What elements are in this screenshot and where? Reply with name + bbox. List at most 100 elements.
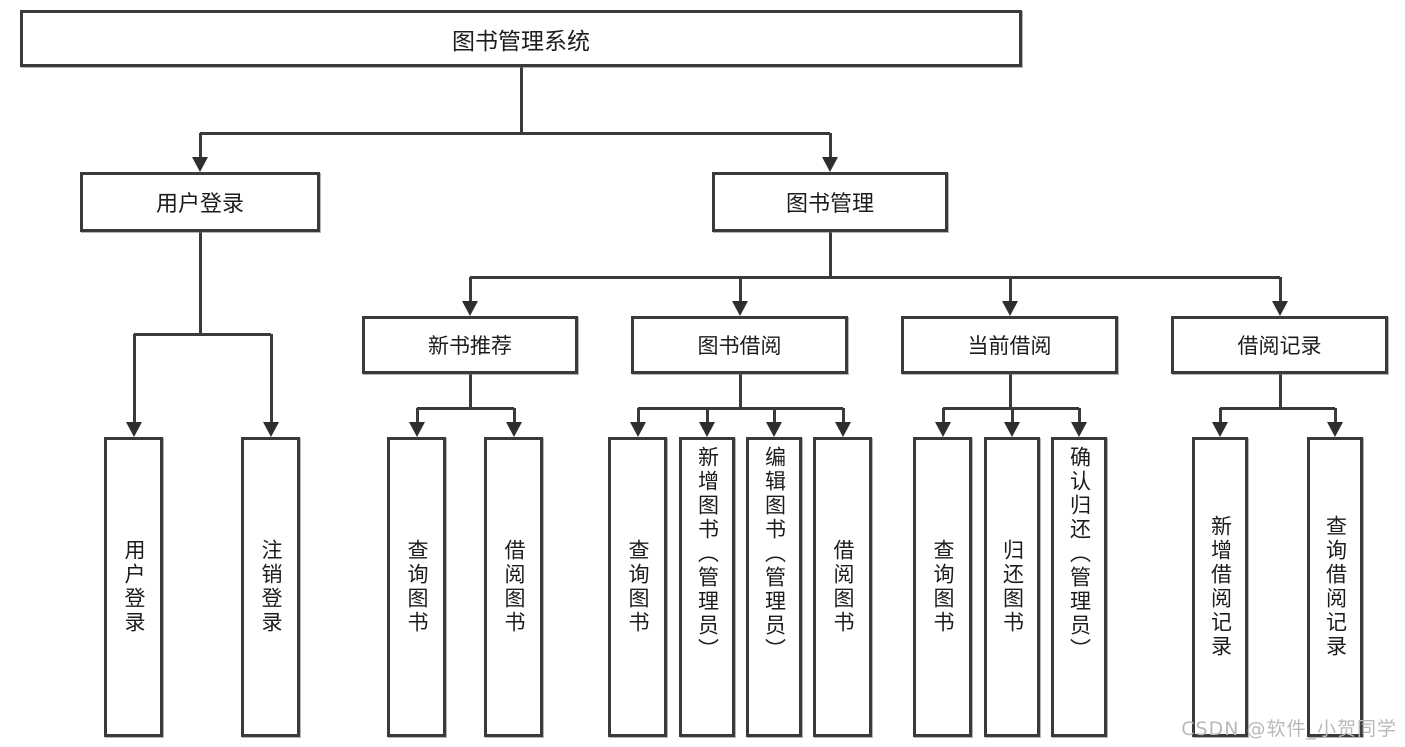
node-new-book-recommend[interactable]: 新书推荐 xyxy=(362,316,578,374)
leaf-node-label: 新增借阅记录 xyxy=(1208,515,1233,659)
node-book-borrow[interactable]: 图书借阅 xyxy=(631,316,848,374)
arrow-head-icon xyxy=(1327,422,1343,437)
connector-vertical xyxy=(415,408,419,423)
leaf-node-inner: 新增图书（管理员） xyxy=(682,440,732,740)
node-borrow-record-label: 借阅记录 xyxy=(1237,334,1322,358)
leaf-node-inner: 查询图书 xyxy=(390,440,443,734)
leaf-node[interactable]: 注销登录 xyxy=(241,437,300,737)
leaf-node[interactable]: 新增借阅记录 xyxy=(1192,437,1248,737)
leaf-node-inner: 注销登录 xyxy=(244,440,297,734)
connector-vertical xyxy=(773,408,776,423)
connector-vertical xyxy=(738,277,742,302)
leaf-node-label: 注销登录 xyxy=(259,539,283,635)
connector-horizontal xyxy=(637,407,843,410)
connector-vertical xyxy=(941,408,945,423)
arrow-head-icon xyxy=(408,422,425,437)
leaf-node[interactable]: 查询借阅记录 xyxy=(1307,437,1363,737)
leaf-node[interactable]: 查询图书 xyxy=(608,437,667,737)
arrow-head-icon xyxy=(1212,422,1228,437)
leaf-node-label: 查询图书 xyxy=(405,539,429,635)
leaf-node-inner: 查询图书 xyxy=(611,440,664,734)
leaf-node-inner: 归还图书 xyxy=(987,440,1037,734)
leaf-node-inner: 确认归还（管理员） xyxy=(1054,440,1104,740)
arrow-head-icon xyxy=(1004,422,1020,437)
node-user-login[interactable]: 用户登录 xyxy=(80,172,320,232)
leaf-node-label: 编辑图书（管理员） xyxy=(762,446,787,662)
node-root-label: 图书管理系统 xyxy=(452,28,590,55)
csdn-watermark: CSDN @软件_小贺同学 xyxy=(1181,718,1397,740)
leaf-node[interactable]: 新增图书（管理员） xyxy=(679,437,735,737)
leaf-node-inner: 编辑图书（管理员） xyxy=(749,440,799,740)
arrow-head-icon xyxy=(629,422,646,437)
node-user-login-label: 用户登录 xyxy=(155,192,244,217)
leaf-node-inner: 借阅图书 xyxy=(487,440,540,734)
leaf-node-label: 查询图书 xyxy=(931,539,955,635)
node-current-borrow-label: 当前借阅 xyxy=(967,334,1052,358)
leaf-node[interactable]: 查询图书 xyxy=(913,437,972,737)
connector-vertical xyxy=(1011,408,1014,423)
connector-horizontal xyxy=(200,132,830,135)
connector-horizontal xyxy=(416,407,514,410)
leaf-node-inner: 新增借阅记录 xyxy=(1195,440,1245,734)
connector-vertical xyxy=(841,408,845,423)
leaf-node[interactable]: 用户登录 xyxy=(104,437,163,737)
connector-vertical xyxy=(199,133,202,158)
leaf-node-inner: 用户登录 xyxy=(107,440,160,734)
connector-vertical xyxy=(199,232,202,334)
connector-vertical xyxy=(512,408,516,423)
arrow-head-icon xyxy=(834,422,851,437)
node-root[interactable]: 图书管理系统 xyxy=(20,10,1022,67)
connector-vertical xyxy=(1278,277,1282,302)
leaf-node-label: 确认归还（管理员） xyxy=(1067,446,1092,662)
connector-vertical xyxy=(269,334,273,423)
arrow-head-icon xyxy=(699,422,715,437)
leaf-node[interactable]: 编辑图书（管理员） xyxy=(746,437,802,737)
arrow-head-icon xyxy=(1001,301,1018,316)
connector-vertical xyxy=(636,408,640,423)
node-book-borrow-label: 图书借阅 xyxy=(697,334,782,358)
leaf-node-inner: 借阅图书 xyxy=(816,440,869,734)
leaf-node-inner: 查询借阅记录 xyxy=(1310,440,1360,734)
connector-vertical xyxy=(469,374,472,408)
connector-vertical xyxy=(1278,374,1282,408)
leaf-node-label: 用户登录 xyxy=(122,539,146,635)
leaf-node-inner: 查询图书 xyxy=(916,440,969,734)
leaf-node[interactable]: 查询图书 xyxy=(387,437,446,737)
leaf-node-label: 借阅图书 xyxy=(831,539,855,635)
node-borrow-record[interactable]: 借阅记录 xyxy=(1171,316,1388,374)
arrow-head-icon xyxy=(262,422,279,437)
connector-horizontal xyxy=(1220,407,1335,410)
connector-vertical xyxy=(1078,408,1081,423)
connector-vertical xyxy=(1008,374,1012,408)
node-book-management-label: 图书管理 xyxy=(785,192,874,217)
connector-vertical xyxy=(469,277,472,302)
arrow-head-icon xyxy=(822,157,838,172)
connector-vertical xyxy=(829,232,832,277)
connector-vertical xyxy=(1219,408,1222,423)
connector-horizontal xyxy=(470,276,1280,279)
connector-vertical xyxy=(829,133,832,158)
leaf-node[interactable]: 借阅图书 xyxy=(813,437,872,737)
connector-vertical xyxy=(1334,408,1337,423)
leaf-node[interactable]: 确认归还（管理员） xyxy=(1051,437,1107,737)
leaf-node-label: 新增图书（管理员） xyxy=(695,446,720,662)
leaf-node[interactable]: 借阅图书 xyxy=(484,437,543,737)
node-book-management[interactable]: 图书管理 xyxy=(712,172,948,232)
arrow-head-icon xyxy=(1271,301,1288,316)
connector-horizontal xyxy=(942,407,1079,410)
arrow-head-icon xyxy=(731,301,748,316)
connector-horizontal xyxy=(133,333,271,336)
connector-vertical xyxy=(132,334,136,423)
leaf-node-label: 归还图书 xyxy=(1000,539,1025,635)
connector-vertical xyxy=(706,408,709,423)
leaf-node-label: 借阅图书 xyxy=(502,539,526,635)
leaf-node[interactable]: 归还图书 xyxy=(984,437,1040,737)
arrow-head-icon xyxy=(934,422,951,437)
arrow-head-icon xyxy=(125,422,142,437)
node-current-borrow[interactable]: 当前借阅 xyxy=(901,316,1118,374)
arrow-head-icon xyxy=(505,422,522,437)
connector-vertical xyxy=(1008,277,1012,302)
arrow-head-icon xyxy=(766,422,782,437)
arrow-head-icon xyxy=(1071,422,1087,437)
